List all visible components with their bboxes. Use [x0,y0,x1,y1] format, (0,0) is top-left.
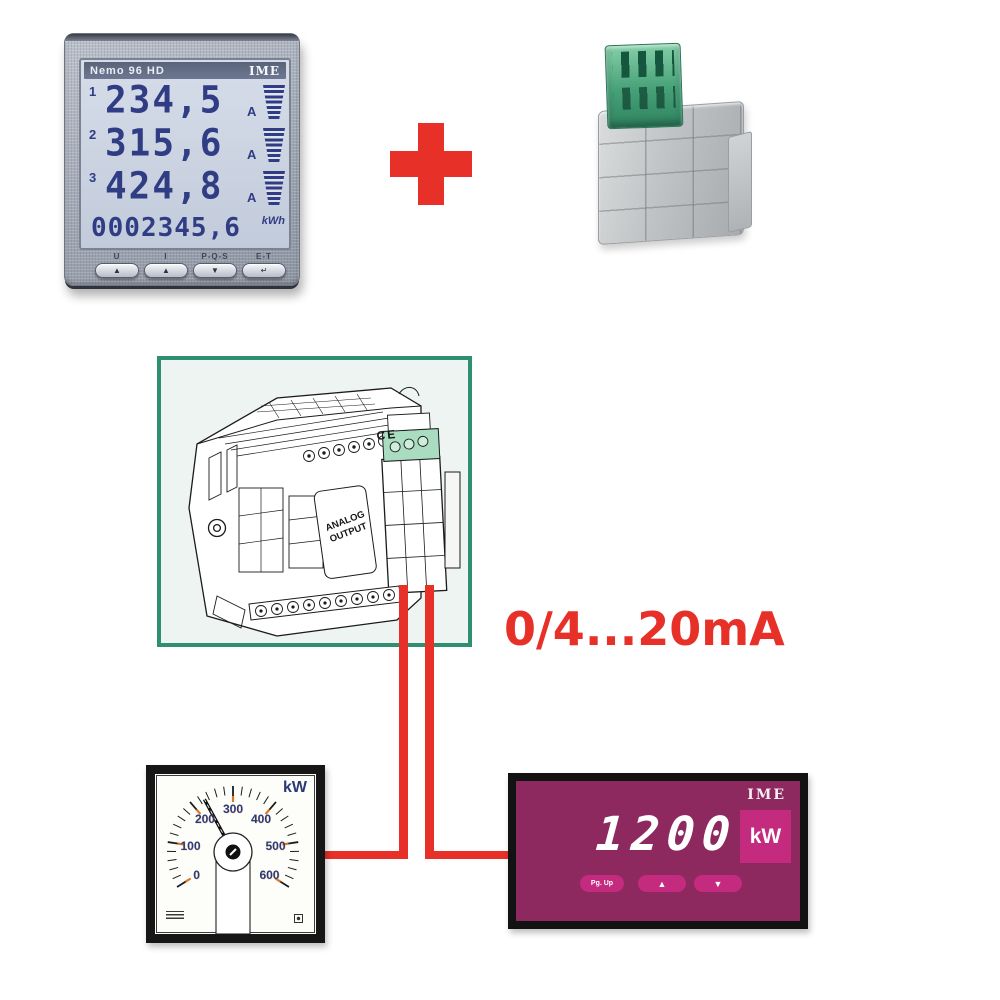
meter-button-u[interactable]: ▲ [95,263,139,278]
load-bar-icon [263,171,285,205]
analog-output-module-photo [598,42,752,246]
load-bar-icon [263,85,285,119]
gauge-scale-label: 600 [259,867,280,882]
meter-brand-logo: IME [248,63,280,78]
phase-number: 3 [89,170,97,185]
dmeter-brand-logo: IME [747,787,786,803]
terminal-pin-slots [611,49,675,79]
ce-mark: CE [376,427,398,443]
lcd-row-phase1: 1 234,5 A [87,79,287,122]
nemo-96hd-meter: Nemo 96 HD IME 1 234,5 A 2 315,6 A 3 424… [64,33,300,286]
button-label-et: E-T [256,252,272,261]
plus-icon [390,123,472,205]
dmeter-up-button[interactable]: ▲ [638,875,686,892]
phase-number: 2 [89,127,97,142]
phase-number: 1 [89,84,97,99]
gauge-unit-label: kW [283,779,307,796]
wire-to-analog-gauge [322,851,408,859]
analog-kw-gauge: 0 100 200 300 400 500 600 kW [146,765,325,943]
lcd-row-energy: 0002345,6 kWh [87,213,287,245]
lcd-header-band: Nemo 96 HD IME [84,62,286,79]
lcd-row-phase2: 2 315,6 A [87,122,287,165]
button-label-u: U [113,252,121,261]
installation-drawing-box: CE ANALOG OUTPUT [157,356,472,647]
gauge-scale-label: 200 [194,812,215,827]
phase-current-value: 315,6 [105,121,224,166]
load-bar-icon [263,128,285,162]
dmeter-unit-label: kW [749,824,782,848]
module-terminal-block [604,42,684,130]
energy-counter-value: 0002345,6 [91,213,241,243]
meter-button-i[interactable]: ▲ [144,263,188,278]
gauge-scale-label: 500 [265,838,286,853]
amp-unit-label: A [247,147,257,162]
meter-rear-line-drawing: CE ANALOG OUTPUT [188,387,461,637]
dmeter-reading: 1200 [594,807,740,862]
phase-current-value: 234,5 [105,78,224,123]
meter-button-pqs[interactable]: ▼ [193,263,237,278]
signal-range-label: 0/4...20mA [504,602,785,656]
meter-model-label: Nemo 96 HD [90,64,165,77]
gauge-scale-label: 400 [251,812,272,827]
digital-kw-meter: IME 1200 kW Pg. Up ▲ ▼ [508,773,808,929]
gauge-scale-label: 100 [180,838,201,853]
gauge-dial [155,774,316,934]
wire-to-digital-meter [425,851,514,859]
kwh-unit-label: kWh [261,215,285,227]
module-side-flange [728,131,752,233]
gauge-smallprint [166,911,184,919]
meter-top-edge [65,34,299,41]
wire-output-2-vertical [425,585,434,859]
lcd-row-phase3: 3 424,8 A [87,165,287,208]
wire-output-1-vertical [399,585,408,859]
dmeter-down-button[interactable]: ▼ [694,875,742,892]
gauge-class-symbol [294,914,303,923]
meter-button-et[interactable]: ↵ [242,263,286,278]
amp-unit-label: A [247,190,257,205]
terminal-pin-slots [613,85,676,111]
dmeter-pgup-button[interactable]: Pg. Up [580,875,624,892]
gauge-scale-label: 300 [222,802,244,816]
meter-lcd-display: Nemo 96 HD IME 1 234,5 A 2 315,6 A 3 424… [79,58,291,250]
amp-unit-label: A [247,104,257,119]
button-label-pqs: P-Q-S [201,252,229,261]
dmeter-unit-box: kW [740,810,791,863]
phase-current-value: 424,8 [105,164,224,209]
gauge-scale-label: 0 [193,867,200,882]
button-label-i: I [164,252,168,261]
